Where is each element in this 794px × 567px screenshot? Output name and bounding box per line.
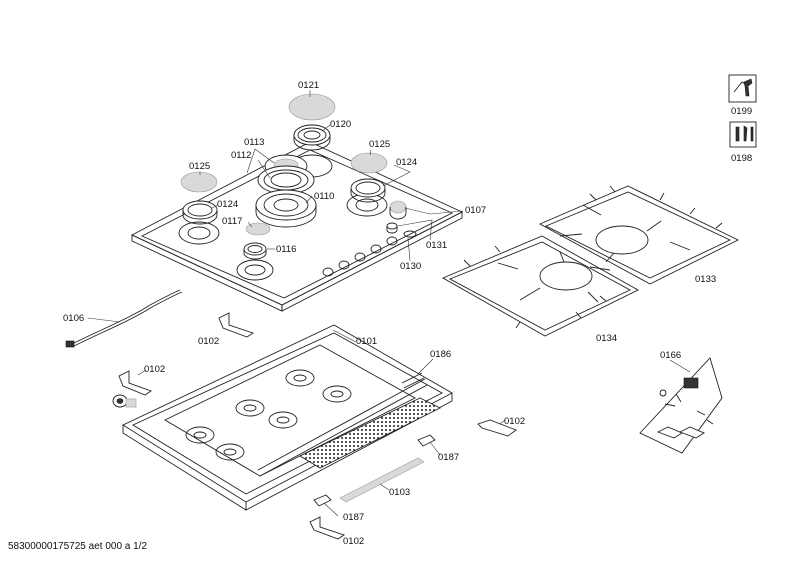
seal-strip-0103: [339, 457, 425, 503]
burner-cap-0125-left: [180, 171, 218, 193]
pan-support-0134: [441, 235, 639, 337]
legend-label: 0199: [731, 106, 752, 117]
document-code: 58300000175725 aet 000 a 1/2: [8, 541, 148, 552]
igniter-unit: [112, 394, 137, 408]
conversion-kit-0166: [639, 357, 723, 454]
gas-rail-0186: [401, 372, 425, 389]
bottom-tray-0101: [122, 324, 453, 511]
tools-icon: [729, 121, 757, 148]
burner-ring-0120: [293, 124, 331, 151]
part-label: 0134: [596, 333, 617, 344]
part-label: 0102: [504, 416, 525, 427]
power-cable-0106: [65, 289, 183, 348]
part-label: 0112: [231, 150, 251, 161]
clip-0187-bottom: [313, 494, 332, 507]
part-label: 0125: [369, 139, 390, 150]
knob-holes: [322, 236, 398, 277]
part-label: 0124: [396, 157, 417, 168]
bracket-0102-left: [118, 370, 152, 396]
knob-spring-0131: [386, 222, 398, 234]
part-labels: 0121 0120 0113 0125 0112 0124 0125 0124 …: [63, 80, 752, 547]
part-label: 0106: [63, 313, 84, 324]
wrench-manual-icon: [728, 74, 757, 103]
part-label: 0102: [144, 364, 165, 375]
part-label: 0187: [438, 452, 459, 463]
part-label: 0124: [217, 199, 238, 210]
part-label: 0166: [660, 350, 681, 361]
part-label: 0187: [343, 512, 364, 523]
part-label: 0131: [426, 240, 447, 251]
part-label: 0130: [400, 261, 421, 272]
wok-burner-base-0110: [255, 189, 317, 228]
part-label: 0120: [330, 119, 351, 130]
part-label: 0102: [198, 336, 219, 347]
burner-ring-0124-left: [182, 200, 218, 225]
part-label: 0102: [343, 536, 364, 547]
bracket-0102-bottom: [309, 516, 346, 540]
part-label: 0103: [389, 487, 410, 498]
part-label: 0186: [430, 349, 451, 360]
legend-label: 0198: [731, 153, 752, 164]
clip-0187-right: [417, 434, 436, 447]
part-label: 0116: [276, 244, 296, 255]
part-label: 0107: [465, 205, 486, 216]
burner-cap-0117: [245, 222, 271, 236]
part-label: 0113: [244, 137, 264, 148]
part-label: 0101: [356, 336, 377, 347]
pan-support-0133: [538, 185, 740, 285]
gas-valves: [185, 369, 352, 461]
control-knob-0107: [389, 200, 407, 220]
part-label: 0121: [298, 80, 319, 91]
burner-cap-0125-right: [350, 152, 388, 174]
bracket-0102-top: [218, 312, 255, 338]
burner-ring-0124-right: [350, 178, 386, 203]
knob-seal-0130: [403, 230, 417, 238]
part-label: 0117: [222, 216, 242, 227]
part-label: 0125: [189, 161, 210, 172]
part-label: 0110: [314, 191, 334, 202]
part-label: 0133: [695, 274, 716, 285]
bracket-0102-right: [477, 419, 517, 437]
leader-lines: [87, 90, 691, 517]
burner-cap-0121: [288, 93, 336, 121]
burner-ring-0116: [243, 242, 267, 260]
